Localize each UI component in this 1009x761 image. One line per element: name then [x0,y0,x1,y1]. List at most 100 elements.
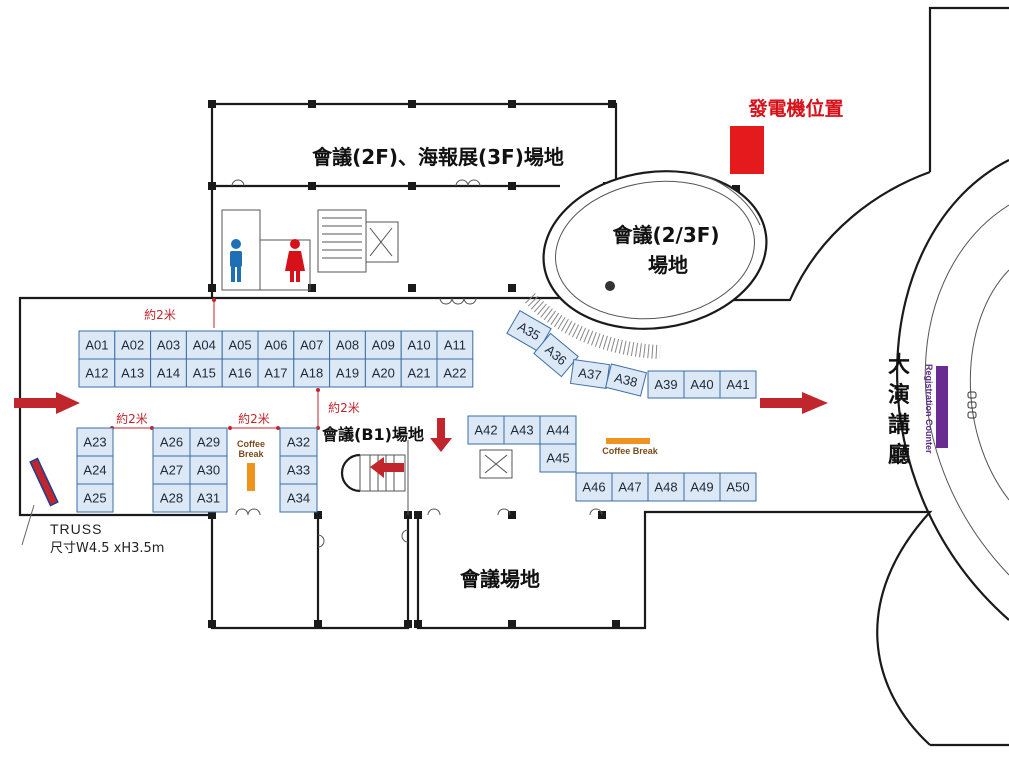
booth-a22: A22 [436,358,474,388]
booth-a28: A28 [152,483,191,513]
booth-a07: A07 [293,330,331,360]
dimension-label-2: 約2米 [116,411,148,426]
booth-a42: A42 [467,415,505,445]
booth-a38: A38 [605,363,647,397]
svg-text:A16: A16 [229,366,252,381]
svg-text:A19: A19 [336,366,359,381]
coffee-break-label-long: Coffee Break [602,446,659,456]
booth-a01: A01 [78,330,116,360]
svg-text:A15: A15 [193,366,216,381]
booth-a40: A40 [683,370,721,399]
booth-a12: A12 [78,358,116,388]
svg-text:A03: A03 [157,338,180,353]
booth-a26: A26 [152,427,191,457]
svg-text:A18: A18 [300,366,323,381]
booth-a34: A34 [279,483,318,513]
svg-text:A08: A08 [336,338,359,353]
booth-a16: A16 [221,358,259,388]
booth-a14: A14 [150,358,187,388]
booth-a10: A10 [400,330,438,360]
main-hall-char-1: 大 [888,353,910,378]
registration-counter [936,366,948,448]
booth-a43: A43 [503,415,541,445]
coffee-break-label-line1: Coffee [237,439,265,449]
booth-a04: A04 [185,330,223,360]
booth-a50: A50 [719,472,757,502]
svg-text:A50: A50 [726,480,749,495]
booth-a20: A20 [364,358,402,388]
svg-text:A44: A44 [546,423,569,438]
svg-text:A32: A32 [287,435,310,450]
svg-text:A09: A09 [372,338,395,353]
svg-text:A37: A37 [577,365,602,383]
svg-text:A33: A33 [287,463,310,478]
truss-size-label: 尺寸W4.5 xH3.5m [50,541,164,556]
booth-a41: A41 [719,370,757,399]
dimension-label-1: 約2米 [144,307,176,322]
coffee-bar-horizontal [606,438,650,444]
booth-a18: A18 [293,358,331,388]
oval-room-label-line2: 場地 [648,253,688,277]
svg-text:A47: A47 [618,480,641,495]
svg-text:A43: A43 [510,423,533,438]
registration-label: Registration Counter [924,364,934,454]
booth-a48: A48 [647,472,685,502]
generator-label: 發電機位置 [747,97,843,120]
truss [21,457,59,546]
booth-a36: A36 [533,332,579,378]
booth-a31: A31 [189,483,228,513]
booth-a19: A19 [329,358,366,388]
booth-a17: A17 [257,358,295,388]
svg-text:A40: A40 [690,377,713,392]
svg-text:A39: A39 [654,377,677,392]
booth-a09: A09 [364,330,402,360]
main-hall-char-4: 廳 [888,442,910,468]
b1-room-label: 會議(B1)場地 [321,425,424,444]
svg-text:A12: A12 [85,366,108,381]
svg-text:A01: A01 [85,338,108,353]
booth-a02: A02 [114,330,152,360]
booth-a24: A24 [76,455,114,485]
svg-text:A38: A38 [613,370,639,390]
svg-text:A27: A27 [160,463,183,478]
main-hall-char-2: 演 [888,382,910,408]
men-restroom-icon [230,239,242,282]
booth-a15: A15 [185,358,223,388]
booth-a23: A23 [76,427,114,457]
booth-a21: A21 [400,358,438,388]
booth-a05: A05 [221,330,259,360]
svg-text:A46: A46 [582,480,605,495]
booth-a47: A47 [611,472,649,502]
oval-room-label-line1: 會議(2/3F) [612,223,719,247]
svg-text:A04: A04 [193,338,216,353]
svg-text:A41: A41 [726,377,749,392]
svg-text:A06: A06 [264,338,287,353]
svg-text:A45: A45 [546,451,569,466]
booth-a39: A39 [647,370,685,399]
svg-text:A24: A24 [83,463,106,478]
main-hall-seats [967,391,977,419]
b1-stair [340,440,513,515]
svg-text:A13: A13 [121,366,144,381]
svg-text:A30: A30 [197,463,220,478]
svg-text:A02: A02 [121,338,144,353]
booth-a30: A30 [189,455,228,485]
svg-text:A48: A48 [654,480,677,495]
coffee-break-label-line2: Break [238,449,264,459]
booth-a13: A13 [114,358,152,388]
svg-text:A34: A34 [287,491,310,506]
booth-a32: A32 [279,427,318,457]
svg-text:A10: A10 [408,338,431,353]
entrance-arrow-left [14,392,80,414]
dimension-label-3: 約2米 [238,411,270,426]
service-core [221,209,399,291]
top-hall-label: 會議(2F)、海報展(3F)場地 [312,145,564,169]
svg-text:A17: A17 [264,366,287,381]
svg-text:A29: A29 [197,435,220,450]
booth-a45: A45 [539,443,577,473]
svg-text:A28: A28 [160,491,183,506]
booth-a06: A06 [257,330,295,360]
svg-text:A14: A14 [157,366,180,381]
